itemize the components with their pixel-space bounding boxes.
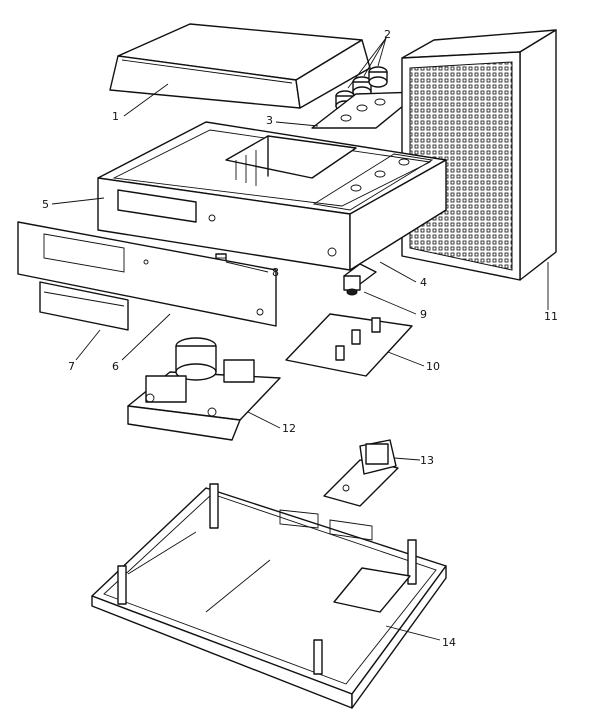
callout-13: 13 [420,454,434,467]
callout-10: 10 [426,360,440,373]
callout-14: 14 [442,636,456,649]
switch-part [343,263,377,296]
base-cabinet-part [91,483,447,709]
callout-labels: 1 2 3 4 5 6 7 8 9 10 11 12 13 14 [42,28,558,649]
callout-7: 7 [68,360,75,373]
callout-2: 2 [384,28,391,41]
display-lens-part [39,281,129,331]
callout-4: 4 [420,276,427,289]
callout-5: 5 [42,198,49,211]
knob [368,66,388,88]
callout-9: 9 [420,308,427,321]
leader-lines [51,37,549,641]
callout-6: 6 [112,360,119,373]
callout-1: 1 [112,110,119,123]
relay-bracket-part [323,439,399,507]
dust-cover-part [109,23,371,109]
circuit-board-part [285,313,413,377]
speaker-cabinet-part [401,29,557,281]
front-panel-part [17,221,277,327]
callout-12: 12 [282,422,296,435]
callout-11: 11 [544,310,558,323]
callout-8: 8 [272,266,279,279]
transformer-assembly-part [127,337,281,441]
chassis-part [97,121,447,271]
callout-3: 3 [266,114,273,127]
